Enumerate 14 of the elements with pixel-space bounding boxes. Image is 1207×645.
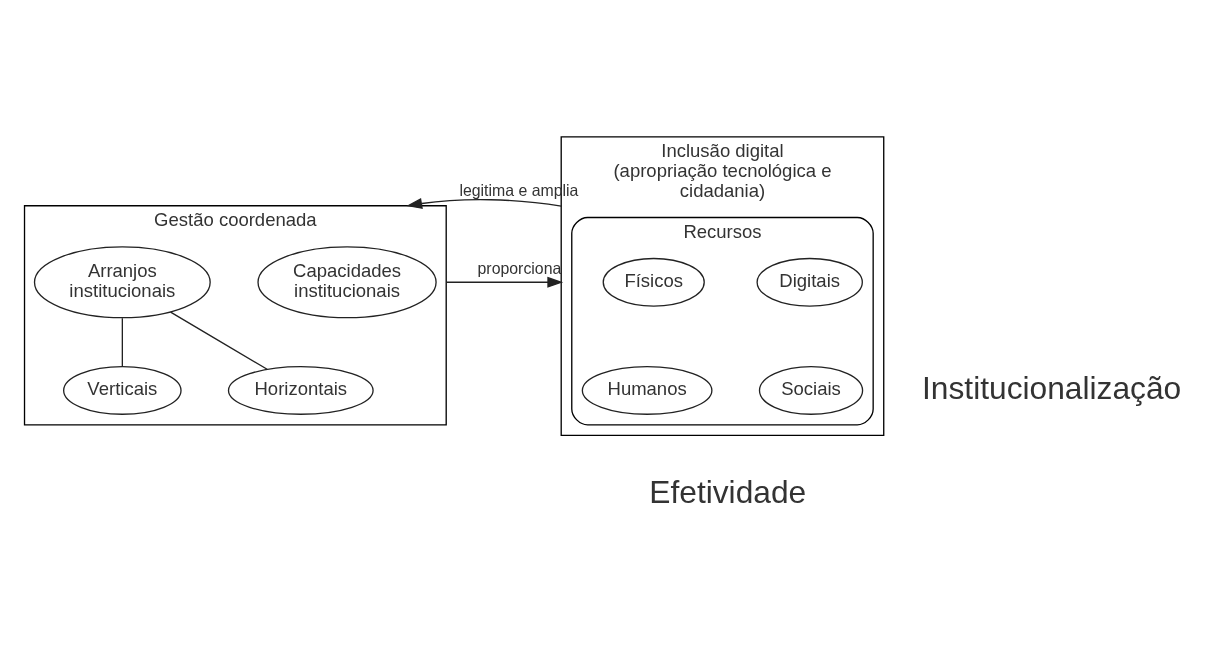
arrow [445, 276, 564, 288]
label: Institucionalização [922, 369, 1182, 406]
node-ellipse: Sociais [758, 366, 864, 415]
node-ellipse: Capacidades institucionais [257, 246, 437, 319]
node-ellipse: Arranjos institucionais [33, 246, 211, 319]
node-ellipse: Horizontais [227, 366, 374, 415]
label: Efetividade [649, 474, 807, 511]
connector [169, 311, 268, 370]
node-ellipse: Humanos [581, 366, 713, 415]
arrow [406, 198, 562, 209]
node-ellipse: Físicos [602, 257, 705, 307]
connector [121, 317, 123, 368]
node-ellipse: Digitais [756, 257, 863, 307]
node-ellipse: Verticais [63, 366, 182, 415]
